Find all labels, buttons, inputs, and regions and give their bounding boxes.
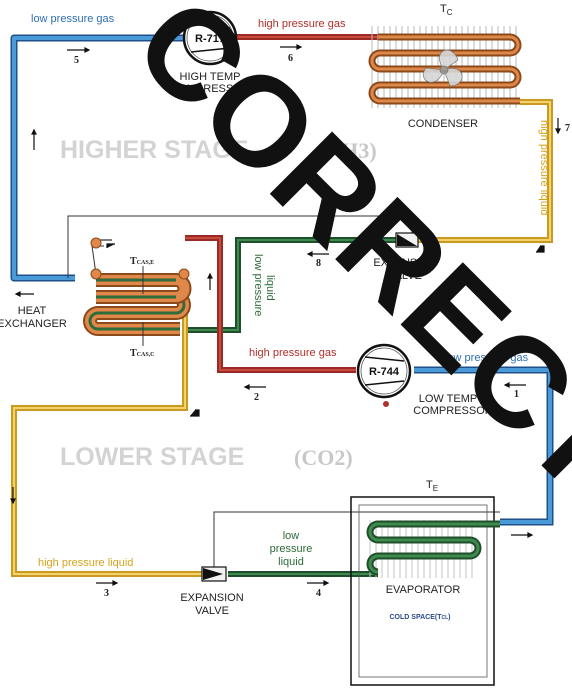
pipe-low-pressure-gas-low-stage [414, 366, 554, 526]
label-low-pressure-liquid-mid-1: low pressure [252, 254, 264, 316]
label-low-pressure-gas-right: low pressure gas [445, 352, 529, 364]
state-point-6: 6 [288, 53, 293, 64]
evaporator-label: EVAPORATOR [386, 584, 461, 596]
higher-stage-title: HIGHER STAGE [60, 136, 248, 164]
pipe-low-pressure-gas-high-stage [10, 34, 183, 282]
state-point-4: 4 [316, 588, 321, 599]
heat-exchanger-label-1: HEAT [18, 305, 47, 317]
evaporator-temp-label: TE [426, 479, 438, 493]
sensing-line-top [67, 215, 413, 278]
expansion-valve-bottom-label-1: EXPANSION [180, 592, 243, 604]
evaporator [366, 520, 500, 578]
heat-exchanger-label-2: EXCHANGER [0, 318, 67, 330]
high-compressor-badge: R-717 [195, 33, 225, 45]
expansion-valve-top-label-2: VALVE [388, 270, 422, 282]
low-compressor-label-1: LOW TEMP [419, 393, 477, 405]
high-compressor-label-1: HIGH TEMP [180, 71, 241, 83]
state-point-8: 8 [316, 258, 321, 269]
label-high-pressure-liquid-bottom: high pressure liquid [38, 557, 133, 569]
low-compressor-label-2: COMPRESSOR [413, 405, 493, 417]
sensing-line-bottom [213, 511, 500, 568]
lower-stage-chem: (CO2) [294, 445, 353, 470]
label-low-pressure-liquid-mid-2: liquid [264, 275, 276, 301]
expansion-valve-bottom-label-2: VALVE [195, 605, 229, 617]
state-point-1: 1 [514, 389, 519, 400]
correct-watermark: CORRECT [108, 0, 572, 519]
expansion-valve-top [395, 232, 419, 248]
low-compressor-badge: R-744 [369, 366, 400, 378]
condenser-temp-label: TC [440, 3, 453, 17]
higher-stage-chem: (NH3) [318, 138, 377, 163]
state-point-7: 7 [565, 123, 570, 134]
label-high-pressure-gas-top: high pressure gas [258, 18, 346, 30]
label-low-pressure-liquid-bottom-3: liquid [278, 556, 304, 568]
lower-stage-title: LOWER STAGE [60, 443, 244, 471]
label-low-pressure-liquid-bottom-1: low [283, 530, 300, 542]
pipe-high-pressure-liquid-low-stage [11, 278, 202, 577]
heat-exchanger [83, 237, 192, 346]
t-cas-e-label: TCAS,E [130, 256, 154, 267]
t-cas-c-label: TCAS,C [130, 348, 155, 359]
condenser [368, 26, 522, 108]
label-high-pressure-liquid-right: high pressure liquid [538, 120, 550, 215]
label-low-pressure-gas-top: low pressure gas [31, 13, 115, 25]
condenser-label: CONDENSER [408, 118, 478, 130]
state-point-arrows [10, 44, 561, 586]
state-point-2: 2 [254, 392, 259, 403]
pipe-high-pressure-liquid-high-stage [418, 99, 553, 243]
low-temp-compressor: R-744 [356, 343, 412, 407]
pipe-high-pressure-gas-low-stage [185, 235, 356, 373]
label-low-pressure-liquid-bottom-2: pressure [270, 543, 313, 555]
state-point-5: 5 [74, 55, 79, 66]
cold-space-label: COLD SPACE(TCL) [390, 614, 451, 621]
pipe-low-pressure-liquid-high-stage [185, 237, 396, 333]
expansion-valve-bottom [201, 566, 227, 582]
expansion-valve-top-label-1: EXPANSION [373, 257, 436, 269]
cold-space-box [350, 496, 495, 686]
high-temp-compressor: R-717 [182, 10, 238, 66]
high-compressor-label-2: COMPRESSOR [170, 83, 250, 95]
label-high-pressure-gas-mid: high pressure gas [249, 347, 337, 359]
state-point-3: 3 [104, 588, 109, 599]
